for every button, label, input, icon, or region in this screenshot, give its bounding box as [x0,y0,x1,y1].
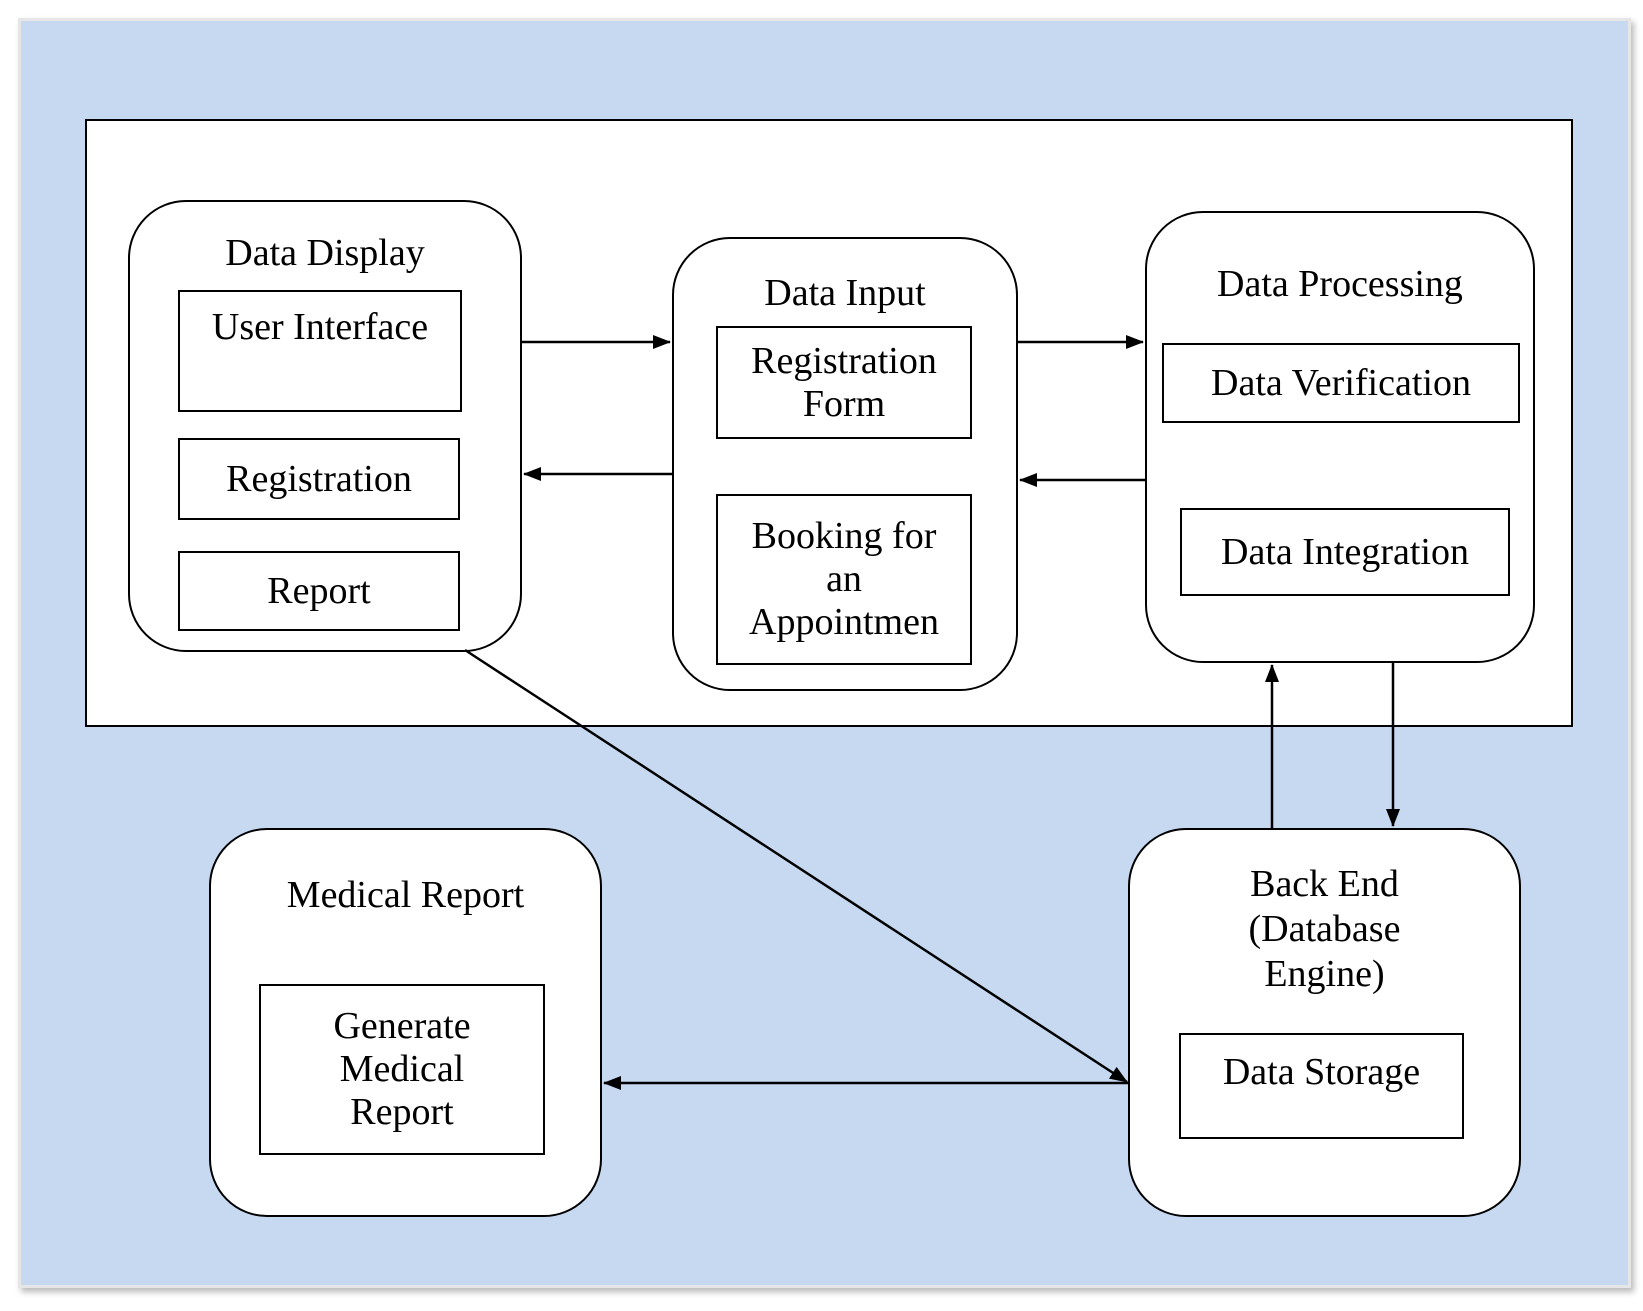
group-data-processing: Data Processing Data Verification Data I… [1145,211,1535,663]
box-label-line: Form [802,382,886,425]
title-line: Back End [1250,863,1399,905]
group-title-medical-report: Medical Report [286,874,525,916]
group-title-back-end: Back End (Database Engine) [1130,862,1519,997]
box-data-integration: Data Integration [1180,508,1510,596]
box-label: User Interface [211,306,429,348]
box-label-line: Registration [751,339,937,382]
box-booking-appointment: Booking for an Appointmen [716,494,972,665]
box-label-line: Medical [339,1048,465,1090]
title-line: Engine) [1264,953,1385,995]
box-label-line: an [826,558,862,600]
group-back-end: Back End (Database Engine) Data Storage [1128,828,1521,1217]
group-data-display: Data Display User Interface Registration… [128,200,522,652]
box-label-line: Appointmen [749,601,939,643]
group-title-data-input: Data Input [764,272,926,314]
group-title-data-processing: Data Processing [1217,263,1463,305]
box-data-verification: Data Verification [1162,343,1520,423]
box-registration-form: Registration Form [716,326,972,439]
box-label-line: Generate [333,1005,471,1047]
box-label: Report [267,569,371,612]
box-label: Data Integration [1221,530,1469,573]
title-line: (Database [1248,908,1401,950]
box-label: Data Storage [1222,1051,1421,1093]
group-data-input: Data Input Registration Form Booking for… [672,237,1018,691]
group-title-data-display: Data Display [225,232,425,274]
box-report: Report [178,551,460,631]
box-label: Registration [226,457,412,500]
box-data-storage: Data Storage [1179,1033,1464,1139]
box-label-line: Booking for [751,515,937,557]
box-user-interface: User Interface [178,290,462,412]
group-medical-report: Medical Report Generate Medical Report [209,828,602,1217]
box-label-line: Report [350,1091,454,1133]
box-generate-medical-report: Generate Medical Report [259,984,545,1155]
box-label: Data Verification [1211,361,1471,404]
box-registration: Registration [178,438,460,520]
